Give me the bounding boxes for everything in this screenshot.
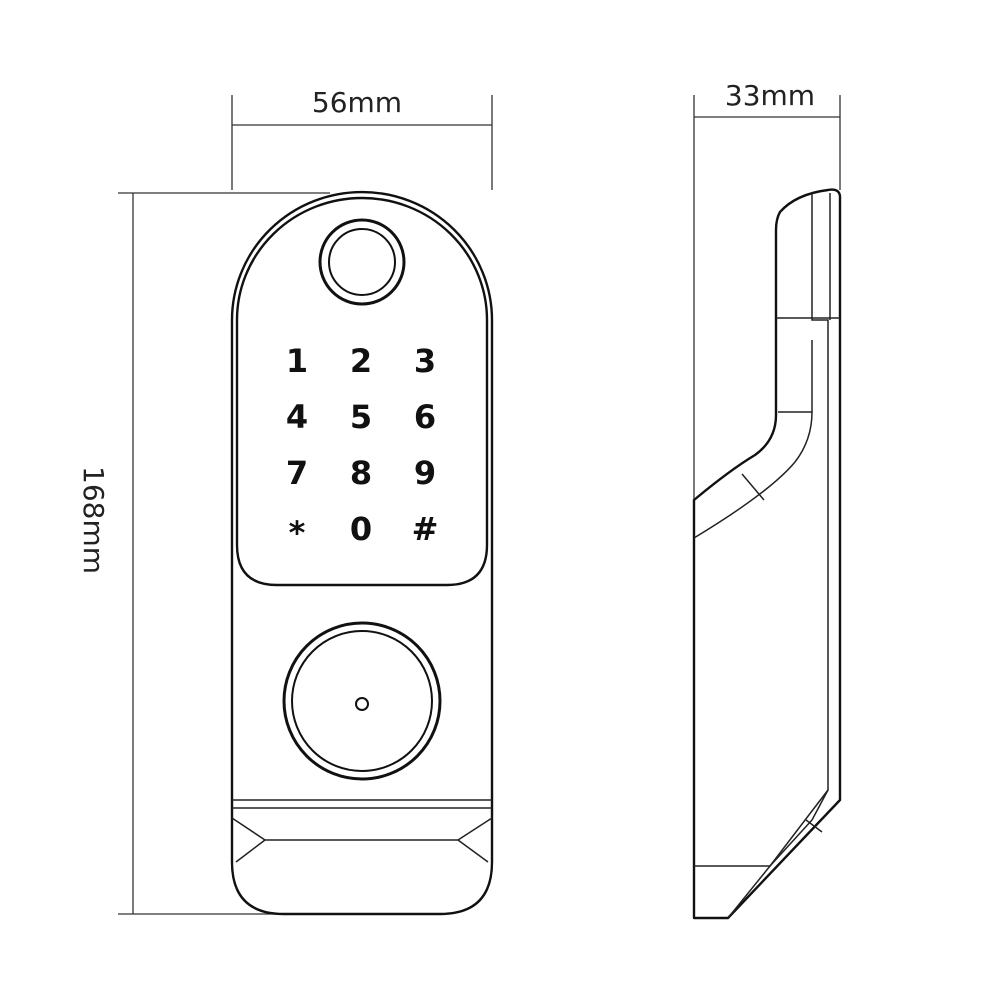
keypad-key-5[interactable]: 5 xyxy=(350,398,372,436)
keypad-key-star[interactable]: * xyxy=(289,514,306,552)
keypad-key-0[interactable]: 0 xyxy=(350,510,372,548)
width-dimension: 56mm xyxy=(231,86,493,190)
knob-icon[interactable] xyxy=(282,621,442,781)
keypad-key-9[interactable]: 9 xyxy=(414,454,436,492)
fingerprint-sensor-icon xyxy=(318,218,406,306)
height-dimension: 168mm xyxy=(77,192,330,915)
keypad-panel xyxy=(235,196,489,587)
keypad-key-2[interactable]: 2 xyxy=(350,342,372,380)
keyhole-icon xyxy=(355,697,369,711)
front-view: 1 2 3 4 5 6 7 8 9 * 0 # xyxy=(230,190,494,916)
keypad-key-hash[interactable]: # xyxy=(412,510,439,548)
keypad-key-1[interactable]: 1 xyxy=(286,342,308,380)
width-label: 56mm xyxy=(312,86,402,119)
keypad-key-3[interactable]: 3 xyxy=(414,342,436,380)
keypad-key-6[interactable]: 6 xyxy=(414,398,436,436)
bottom-bumper xyxy=(231,799,493,863)
front-housing-outline xyxy=(230,190,494,916)
keypad-key-4[interactable]: 4 xyxy=(286,398,308,436)
depth-dimension: 33mm xyxy=(693,79,841,500)
side-inner-edge xyxy=(811,192,829,821)
depth-label: 33mm xyxy=(725,79,815,112)
keypad-key-8[interactable]: 8 xyxy=(350,454,372,492)
side-view xyxy=(692,188,842,920)
keypad-key-7[interactable]: 7 xyxy=(286,454,308,492)
keypad-grid: 1 2 3 4 5 6 7 8 9 * 0 # xyxy=(286,342,439,552)
height-label: 168mm xyxy=(77,466,110,574)
side-mid-curve xyxy=(693,411,813,539)
side-profile-outline xyxy=(692,188,842,920)
side-bottom-chamfer xyxy=(694,789,829,867)
